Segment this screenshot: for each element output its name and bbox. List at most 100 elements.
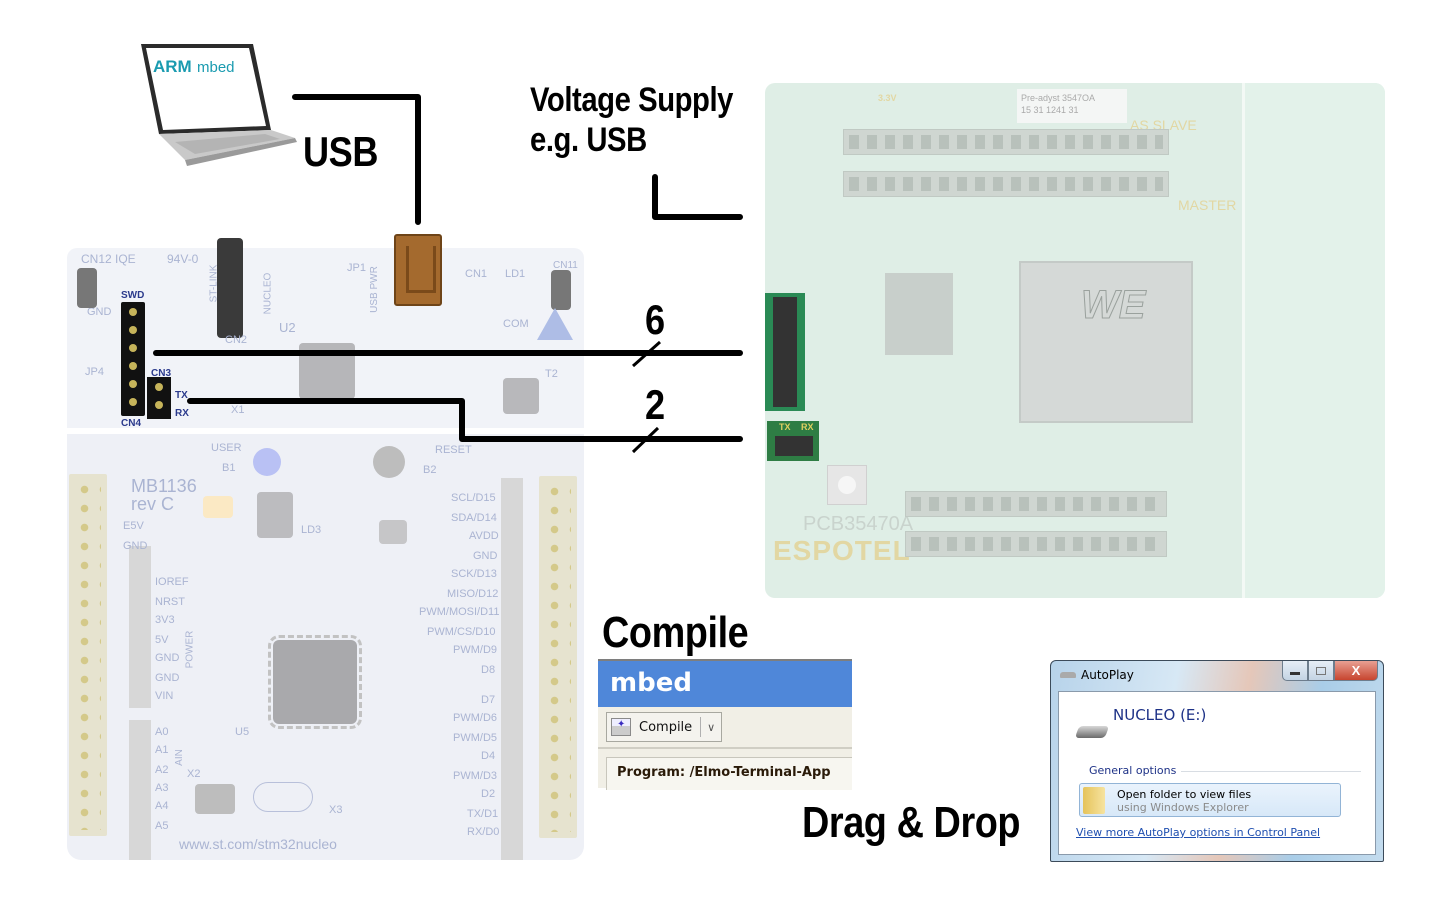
silk-usb-pwr: USB PWR: [368, 266, 380, 313]
st-link-mcu: [299, 343, 355, 399]
silk-rating: 94V-0: [167, 252, 199, 266]
silk-ld3: LD3: [301, 524, 322, 536]
silk-cn12: CN12 IQE: [81, 252, 136, 266]
silk-ld1: LD1: [505, 268, 526, 280]
silk-cn11: CN11: [553, 260, 578, 271]
silk-user: USER: [211, 442, 242, 454]
eval-rx-label: RX: [801, 422, 814, 432]
eval-pcb-label: PCB35470A: [803, 513, 914, 535]
option-title: Open folder to view files: [1117, 788, 1252, 801]
silk-jp1: JP1: [347, 262, 366, 274]
silk-mb-rev: rev C: [131, 494, 175, 514]
minimize-button[interactable]: [1282, 661, 1308, 681]
silk-gnd3: GND: [155, 652, 180, 664]
control-panel-link[interactable]: View more AutoPlay options in Control Pa…: [1076, 826, 1321, 839]
open-folder-option[interactable]: Open folder to view files using Windows …: [1079, 783, 1341, 817]
silk-vin: VIN: [155, 690, 174, 702]
autoplay-body: NUCLEO (E:) General options Open folder …: [1058, 691, 1376, 855]
autoplay-window: AutoPlay X NUCLEO (E:) General options O…: [1050, 660, 1384, 862]
autoplay-title: AutoPlay: [1081, 668, 1134, 682]
crystal-x2: [195, 784, 235, 814]
silk-d9: PWM/D9: [453, 644, 497, 656]
compile-step-label: Compile: [602, 608, 749, 657]
silk-d14: SDA/D14: [451, 512, 497, 524]
eval-6pin-header: [765, 293, 805, 411]
maximize-button[interactable]: [1308, 661, 1334, 681]
silk-u2: U2: [279, 320, 296, 335]
silk-swd: SWD: [121, 290, 145, 301]
silk-mb-model: MB1136: [131, 476, 197, 496]
silk-a1: A1: [155, 744, 169, 756]
silk-com: COM: [503, 318, 529, 330]
voltage-supply-line-2: e.g. USB: [530, 121, 647, 159]
silk-a2: A2: [155, 764, 169, 776]
silk-a3: A3: [155, 782, 169, 794]
silk-u5: U5: [235, 726, 250, 738]
mbed-toolbar: Compile ∨: [598, 709, 852, 749]
silk-d3: PWM/D3: [453, 770, 497, 782]
autoplay-titlebar[interactable]: AutoPlay X: [1051, 661, 1383, 689]
chip-u4: [379, 520, 407, 544]
usb-mini-connector: [394, 234, 442, 306]
arduino-socket-bottom-1: [905, 491, 1167, 517]
silk-d2: D2: [481, 788, 496, 800]
silk-power: POWER: [184, 630, 196, 669]
eval-uart-header: TX RX: [767, 421, 819, 461]
silk-cn4: CN4: [121, 418, 142, 429]
removable-drive-icon: [1074, 726, 1110, 738]
silk-gnd5: GND: [473, 550, 498, 562]
bus-width-label-2: 2: [645, 381, 665, 428]
maximize-icon: [1316, 666, 1326, 675]
silk-nucleo: NUCLEO: [262, 272, 274, 315]
cn6-power-socket: [129, 546, 151, 708]
radio-eval-board: Pre-adyst 3547OA 15 31 1241 31 3.3V AS S…: [765, 83, 1385, 598]
silk-d12: MISO/D12: [447, 588, 499, 600]
window-controls: X: [1282, 661, 1378, 681]
cn8-analog-socket: [129, 720, 151, 860]
voltage-supply-label: Voltage Supply e.g. USB: [530, 80, 733, 160]
program-path-bar: Program: /Elmo-Terminal-App: [606, 757, 852, 790]
usb-label: USB: [303, 128, 378, 175]
arduino-socket-bottom-2: [905, 531, 1167, 557]
arduino-socket-top-2: [843, 171, 1169, 197]
antenna-area: [1242, 83, 1385, 598]
silk-st-link: ST-LINK: [208, 264, 220, 303]
chevron-down-icon[interactable]: ∨: [707, 721, 716, 734]
silk-d7: D7: [481, 694, 496, 706]
eval-board-mcu: [885, 273, 953, 355]
st-link-jumper: [217, 238, 243, 338]
silk-a5: A5: [155, 820, 169, 832]
silk-jp4: JP4: [85, 366, 104, 378]
mbed-title-bar: mbed: [598, 661, 852, 707]
silk-rx: RX: [175, 408, 189, 419]
nucleo-target-section: USER RESET B1 B2 MB1136 rev C E5V GND IO…: [67, 434, 584, 860]
silk-5v: 5V: [155, 634, 169, 646]
bus-slash-2: [631, 426, 660, 454]
compile-button[interactable]: Compile ∨: [606, 712, 722, 742]
drive-name: NUCLEO (E:): [1113, 706, 1207, 724]
silk-gnd4: GND: [155, 672, 180, 684]
laptop-illustration: ARM mbed: [135, 42, 300, 182]
silk-x2: X2: [187, 768, 201, 780]
eval-push-button: [827, 465, 867, 505]
eval-board-sticker: Pre-adyst 3547OA 15 31 1241 31: [1017, 89, 1127, 123]
general-options-heading: General options: [1089, 764, 1177, 777]
eval-tx-label: TX: [779, 422, 791, 432]
sticker-line-1: Pre-adyst 3547OA: [1021, 93, 1096, 103]
voltage-supply-wire: [652, 174, 743, 220]
reset-button-b2: [373, 446, 405, 478]
cn7-morpho-header: [69, 474, 107, 836]
nucleo-st-link-section: CN12 IQE 94V-0 SWD GND JP4 CN4 CN3 TX RX…: [67, 234, 584, 429]
silk-cn3: CN3: [151, 368, 172, 379]
compile-button-label: Compile: [639, 719, 693, 735]
close-button[interactable]: X: [1334, 661, 1378, 681]
close-icon: X: [1351, 663, 1361, 678]
cn5-cn9-digital-socket: [501, 478, 523, 860]
minimize-icon: [1290, 672, 1300, 675]
regulator-u3: [257, 492, 293, 538]
we-logo: WE: [1080, 283, 1146, 328]
laptop-icon: ARM mbed: [141, 44, 297, 166]
cn12-header: [77, 268, 97, 308]
nucleo-board: CN12 IQE 94V-0 SWD GND JP4 CN4 CN3 TX RX…: [67, 234, 584, 860]
silk-cn2: CN2: [225, 334, 248, 346]
